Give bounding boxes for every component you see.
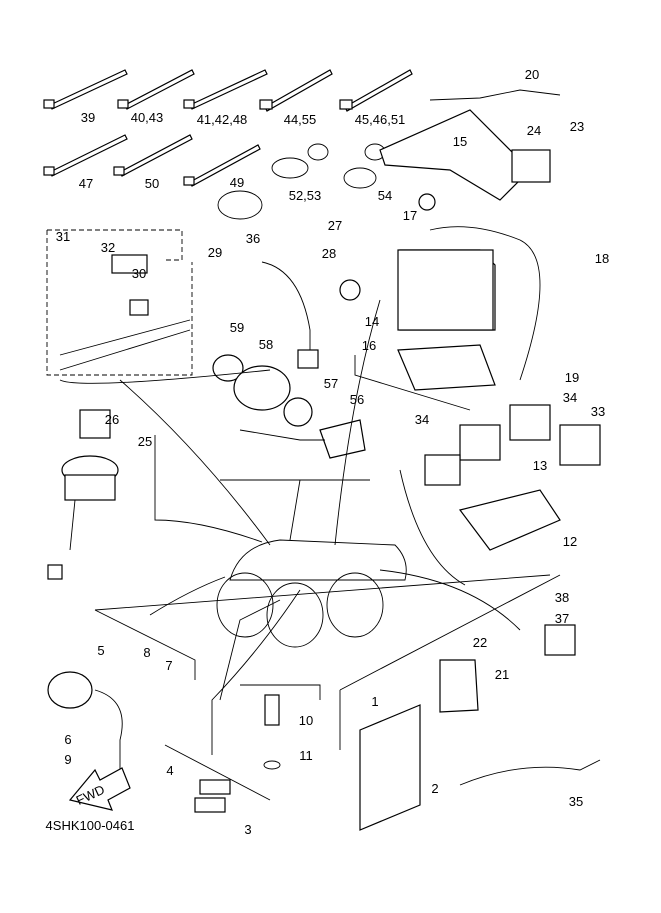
callout-label: 52,53: [289, 188, 322, 203]
wire-harness-box: [46, 229, 193, 376]
callout-label: 47: [79, 176, 93, 191]
callout-label: 28: [322, 246, 336, 261]
callout-label: 18: [595, 251, 609, 266]
relays-and-regulator: [424, 404, 601, 551]
callout-label: 6: [64, 732, 71, 747]
callout-label: 13: [533, 458, 547, 473]
battery-area: [354, 89, 561, 411]
callout-label: 45,46,51: [355, 112, 406, 127]
callout-label: 35: [569, 794, 583, 809]
fwd-arrow-icon: FWD: [68, 767, 131, 811]
leader-lines: [59, 299, 561, 801]
lower-parts: [47, 624, 601, 831]
callout-label: 31: [56, 229, 70, 244]
clamps: [217, 143, 386, 220]
callout-label: 2: [431, 781, 438, 796]
callout-label: 57: [324, 376, 338, 391]
vehicle-outline: [216, 539, 407, 648]
callout-label: 33: [591, 404, 605, 419]
callout-label: 14: [365, 314, 379, 329]
callout-label: 59: [230, 320, 244, 335]
callout-label: 4: [166, 763, 173, 778]
cable-ties: [43, 69, 413, 187]
callout-label: 10: [299, 713, 313, 728]
callout-label: 17: [403, 208, 417, 223]
ignition-switch: [47, 409, 119, 580]
callout-label: 54: [378, 188, 392, 203]
callout-label: 15: [453, 134, 467, 149]
callout-label: 44,55: [284, 112, 317, 127]
callout-label: 27: [328, 218, 342, 233]
diagram-code: 4SHK100-0461: [46, 818, 135, 833]
callout-label: 5: [97, 643, 104, 658]
callout-label: 19: [565, 370, 579, 385]
callout-label: 11: [299, 748, 313, 763]
callout-label: 39: [81, 110, 95, 125]
callout-label: 20: [525, 67, 539, 82]
callout-label: 36: [246, 231, 260, 246]
callout-label: 7: [165, 658, 172, 673]
callout-label: 22: [473, 635, 487, 650]
callout-label: 29: [208, 245, 222, 260]
callout-label: 8: [143, 645, 150, 660]
callout-label: 58: [259, 337, 273, 352]
callout-label: 12: [563, 534, 577, 549]
callout-label: 3: [244, 822, 251, 837]
callout-label: 16: [362, 338, 376, 353]
callout-label: 37: [555, 611, 569, 626]
socket-parts: [212, 261, 366, 459]
callout-label: 32: [101, 240, 115, 255]
callout-label: 21: [495, 667, 509, 682]
callout-label: 50: [145, 176, 159, 191]
callout-label: 56: [350, 392, 364, 407]
callout-label: 9: [64, 752, 71, 767]
callout-label: 34: [415, 412, 429, 427]
callout-label: 38: [555, 590, 569, 605]
callout-label: 25: [138, 434, 152, 449]
callout-label: 30: [132, 266, 146, 281]
callout-label: 40,43: [131, 110, 164, 125]
callout-label: 23: [570, 119, 584, 134]
callout-label: 1: [371, 694, 378, 709]
callout-label: 49: [230, 175, 244, 190]
callout-label: 24: [527, 123, 541, 138]
callout-label: 34: [563, 390, 577, 405]
callout-label: 26: [105, 412, 119, 427]
callout-label: 41,42,48: [197, 112, 248, 127]
